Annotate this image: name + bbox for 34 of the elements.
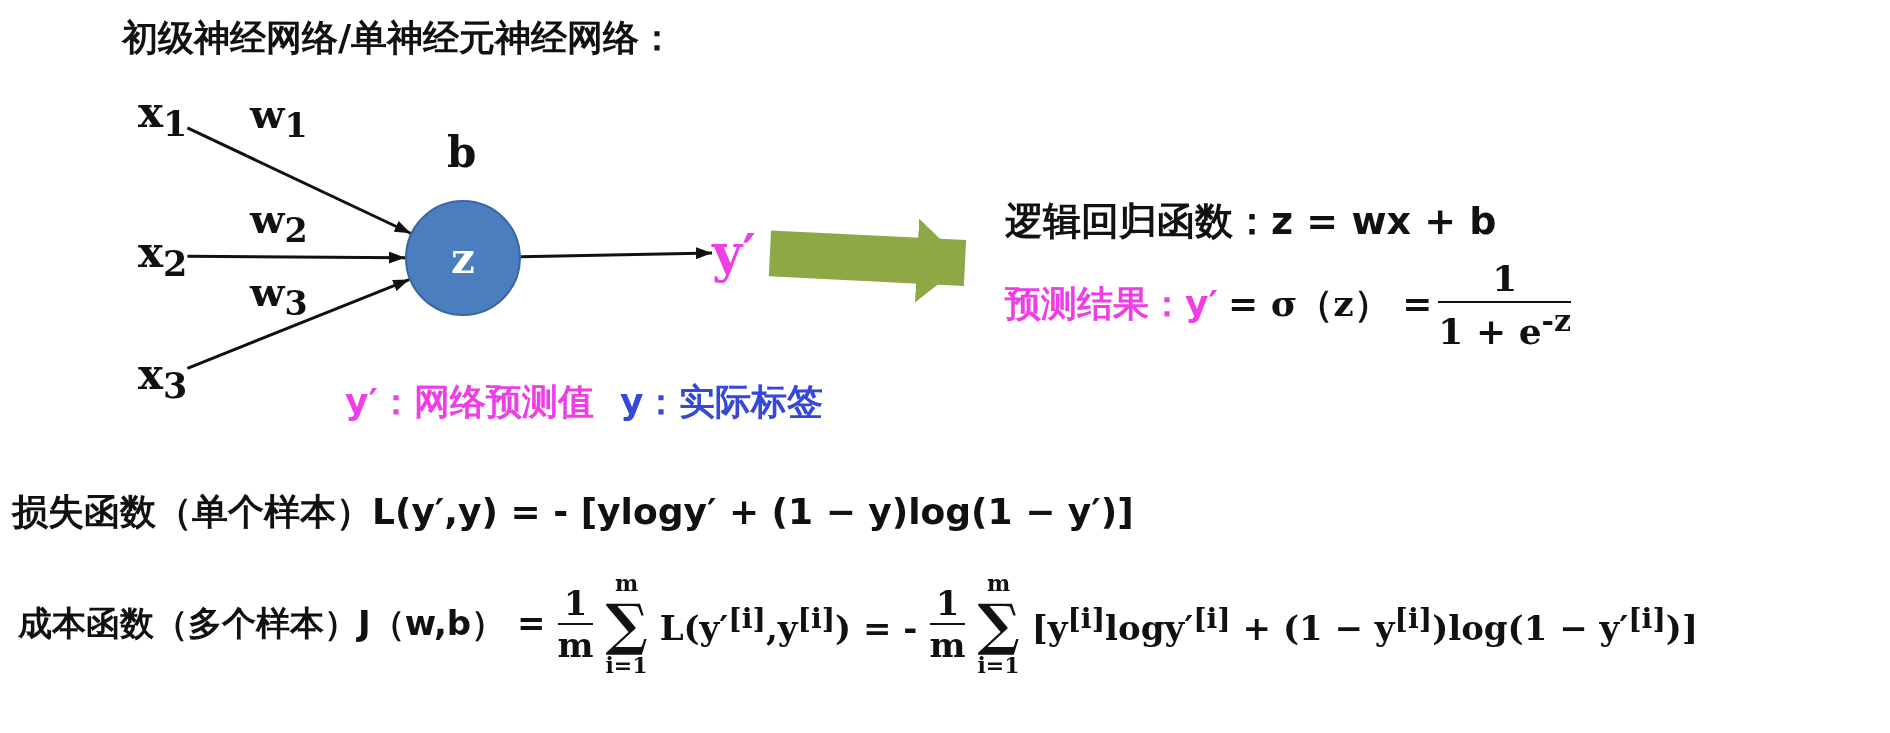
arrow [187,251,405,264]
output-label: y′ [712,222,756,283]
edge-label: w$_{3}$ [250,268,308,323]
fraction-denominator: m [557,625,594,666]
diagram-title: 初级神经网络/单神经元神经网络： [122,16,676,60]
formula-text: 损失函数（单个样本）L(y′,y) = - [ylogy′ + (1 − y)log(1 − y′)] [12,490,1134,534]
formula-text: [y$^{[i]}$logy′$^{[i]}$ + (1 − y$^{[i]}$)log(1 − y′$^{[i]}$)] [1031,600,1698,649]
arrow [186,278,410,370]
legend-note: y：实际标签 [620,380,824,424]
formula-text: 逻辑回归函数：z = wx + b [1005,199,1497,243]
fraction-numerator: 1 [929,583,966,626]
formula-text: 成本函数（多个样本）J（w,b） = [18,602,546,646]
edge-label: w$_{2}$ [250,195,308,250]
fraction-numerator: 1 [1438,257,1572,303]
input-label: x$_{2}$ [138,228,188,285]
sum-upper-limit: m [614,570,639,597]
arrow [520,247,713,260]
legend-note: y′：网络预测值 [345,380,594,424]
input-label: x$_{3}$ [138,350,188,407]
formula-text: = σ（z） = [1227,281,1433,326]
fraction-denominator: 1 + e$^{-z}$ [1438,303,1572,352]
input-label: x$_{1}$ [138,88,188,145]
fraction-denominator: m [929,625,966,666]
summation-sign: ∑ [977,596,1020,653]
arrow [186,126,412,235]
summation-sign: ∑ [605,596,648,653]
formula-text: 预测结果：y′ [1005,282,1218,326]
formula-text: L(y′$^{[i]}$,y$^{[i]}$) = - [659,600,918,649]
neuron-circle: z [405,200,521,316]
block-arrow [768,218,967,303]
edge-label: w$_{1}$ [250,90,308,145]
bias-label: b [447,128,477,177]
fraction-numerator: 1 [557,583,594,626]
sum-upper-limit: m [986,570,1011,597]
